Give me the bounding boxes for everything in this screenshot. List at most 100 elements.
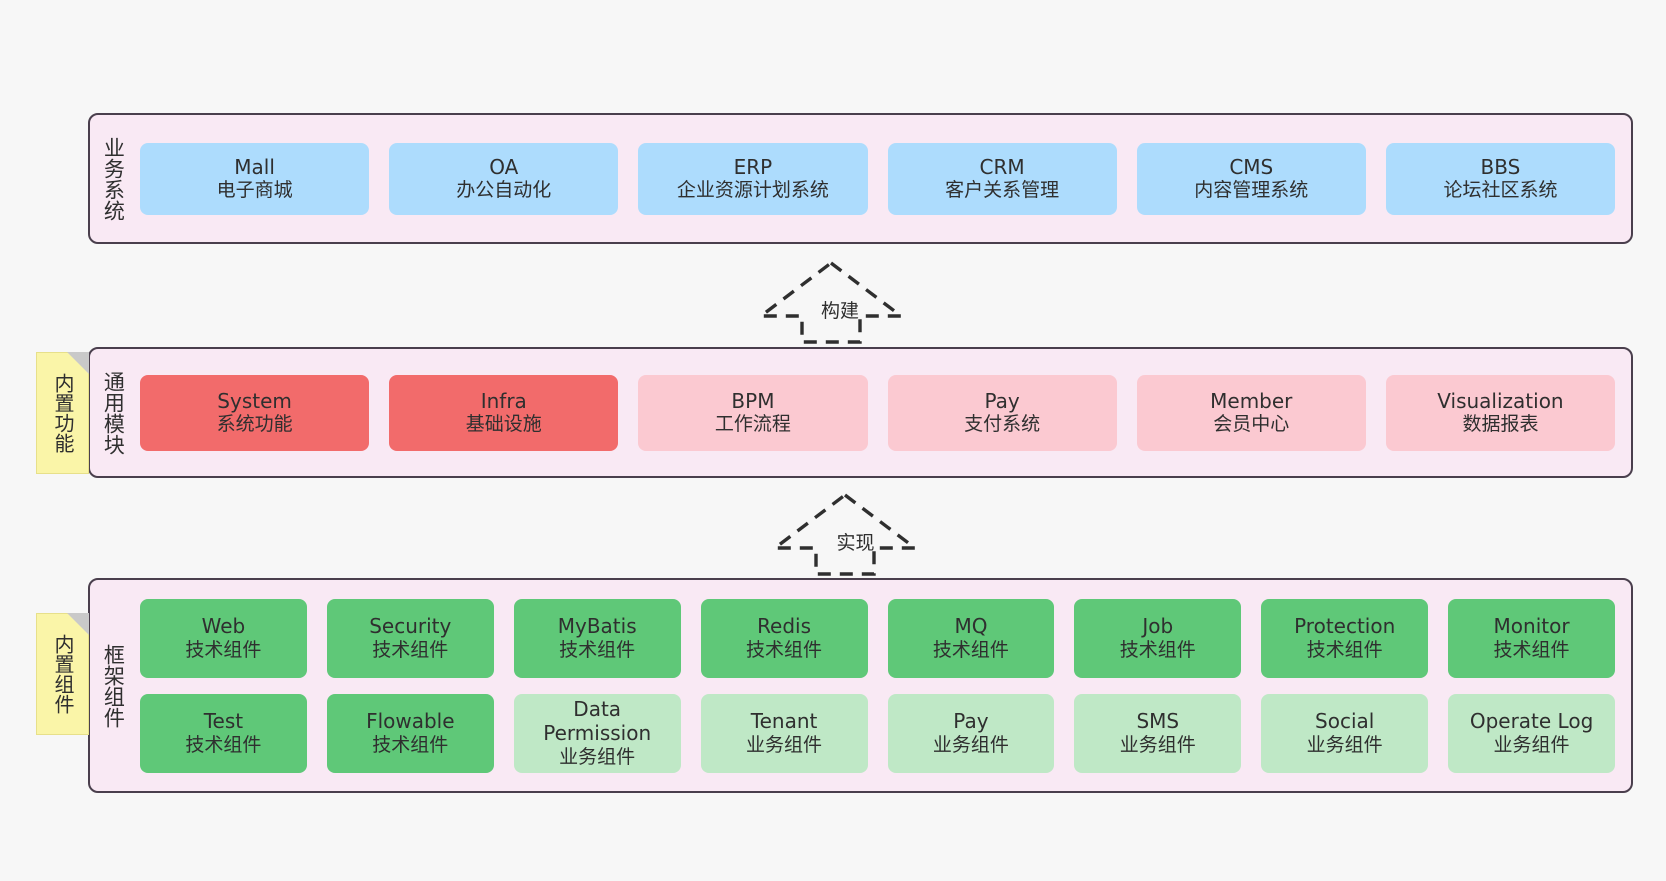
card-subtitle: 数据报表 <box>1462 413 1539 436</box>
card-pay-business[interactable]: Pay 业务组件 <box>887 693 1055 773</box>
card-mybatis[interactable]: MyBatis 技术组件 <box>513 598 681 678</box>
card-title: Protection <box>1294 614 1396 639</box>
card-title: BBS <box>1480 154 1521 179</box>
card-erp[interactable]: ERP 企业资源计划系统 <box>638 142 868 215</box>
card-title: Member <box>1210 388 1293 413</box>
card-sms[interactable]: SMS 业务组件 <box>1074 693 1242 773</box>
card-web[interactable]: Web 技术组件 <box>140 598 307 678</box>
panel-label-common-module: 通用模块 <box>101 370 126 455</box>
card-oa[interactable]: OA 办公自动化 <box>389 142 619 215</box>
card-subtitle: 业务组件 <box>1493 733 1570 756</box>
card-subtitle: 会员中心 <box>1213 413 1290 436</box>
arrow-implement-label: 实现 <box>836 532 875 554</box>
card-visualization[interactable]: Visualization 数据报表 <box>1385 374 1616 451</box>
card-subtitle: 内容管理系统 <box>1194 179 1309 202</box>
card-subtitle: 企业资源计划系统 <box>676 179 829 202</box>
card-subtitle: 基础设施 <box>465 413 542 436</box>
card-monitor[interactable]: Monitor 技术组件 <box>1448 598 1615 678</box>
card-row: System 系统功能 Infra 基础设施 BPM 工作流程 Pay 支付系统… <box>140 374 1616 451</box>
card-cms[interactable]: CMS 内容管理系统 <box>1136 142 1366 215</box>
card-subtitle: 技术组件 <box>185 733 262 756</box>
card-subtitle: 技术组件 <box>559 638 636 661</box>
panel-body-common-module: System 系统功能 Infra 基础设施 BPM 工作流程 Pay 支付系统… <box>136 349 1631 476</box>
card-title: Social <box>1315 709 1375 734</box>
note-builtin-component: 内置组件 <box>36 613 89 735</box>
card-title: Redis <box>757 614 812 639</box>
card-bpm[interactable]: BPM 工作流程 <box>638 374 868 451</box>
card-subtitle: 论坛社区系统 <box>1443 179 1558 202</box>
card-subtitle: 技术组件 <box>185 638 262 661</box>
card-title: Monitor <box>1493 614 1570 639</box>
card-system[interactable]: System 系统功能 <box>140 374 370 451</box>
card-security[interactable]: Security 技术组件 <box>326 598 494 678</box>
card-job[interactable]: Job 技术组件 <box>1074 598 1242 678</box>
card-title: BPM <box>731 388 775 413</box>
card-member[interactable]: Member 会员中心 <box>1136 374 1366 451</box>
card-mq[interactable]: MQ 技术组件 <box>887 598 1055 678</box>
panel-body-framework-component: Web 技术组件 Security 技术组件 MyBatis 技术组件 Redi… <box>136 580 1631 791</box>
card-title: Pay <box>953 709 989 734</box>
card-pay[interactable]: Pay 支付系统 <box>887 374 1117 451</box>
panel-label-business-system: 业务系统 <box>101 136 126 221</box>
card-tenant[interactable]: Tenant 业务组件 <box>700 693 868 773</box>
card-subtitle: 技术组件 <box>1119 638 1196 661</box>
card-subtitle: 客户关系管理 <box>945 179 1060 202</box>
card-subtitle: 技术组件 <box>932 638 1009 661</box>
card-title: Operate Log <box>1469 709 1594 734</box>
card-subtitle: 电子商城 <box>216 179 293 202</box>
panel-common-module: 通用模块 System 系统功能 Infra 基础设施 BPM 工作流程 Pay… <box>88 347 1633 478</box>
card-subtitle: 业务组件 <box>559 745 636 768</box>
card-data-permission[interactable]: Data Permission 业务组件 <box>513 693 681 773</box>
card-row: Web 技术组件 Security 技术组件 MyBatis 技术组件 Redi… <box>140 598 1615 678</box>
card-row: Mall 电子商城 OA 办公自动化 ERP 企业资源计划系统 CRM 客户关系… <box>140 142 1616 215</box>
card-title: Test <box>203 709 244 734</box>
card-title: Security <box>369 614 452 639</box>
card-title: CRM <box>979 154 1025 179</box>
card-subtitle: 系统功能 <box>216 413 293 436</box>
card-title: ERP <box>733 154 773 179</box>
card-test[interactable]: Test 技术组件 <box>140 693 307 773</box>
card-title: CMS <box>1229 154 1274 179</box>
note-builtin-component-label: 内置组件 <box>51 634 75 714</box>
card-title: Data Permission <box>543 697 652 746</box>
card-social[interactable]: Social 业务组件 <box>1261 693 1429 773</box>
card-subtitle: 技术组件 <box>1493 638 1570 661</box>
card-infra[interactable]: Infra 基础设施 <box>389 374 619 451</box>
card-title: Tenant <box>750 709 818 734</box>
card-bbs[interactable]: BBS 论坛社区系统 <box>1385 142 1616 215</box>
card-flowable[interactable]: Flowable 技术组件 <box>326 693 494 773</box>
card-title: Visualization <box>1437 388 1564 413</box>
card-title: Infra <box>480 388 527 413</box>
card-title: SMS <box>1136 709 1180 734</box>
note-builtin-function: 内置功能 <box>36 352 89 474</box>
dashed-hollow-arrow-icon <box>769 492 921 576</box>
card-title: System <box>217 388 292 413</box>
card-title: Job <box>1142 614 1174 639</box>
card-title: MQ <box>954 614 988 639</box>
card-subtitle: 技术组件 <box>746 638 823 661</box>
panel-label-framework-component: 框架组件 <box>101 643 126 728</box>
card-title: MyBatis <box>557 614 637 639</box>
arrow-implement: 实现 <box>769 490 921 576</box>
dashed-hollow-arrow-icon <box>755 260 907 344</box>
card-redis[interactable]: Redis 技术组件 <box>700 598 868 678</box>
card-operate-log[interactable]: Operate Log 业务组件 <box>1448 693 1615 773</box>
card-mall[interactable]: Mall 电子商城 <box>140 142 370 215</box>
arrow-build-label: 构建 <box>820 300 860 322</box>
card-title: Pay <box>984 388 1020 413</box>
card-subtitle: 技术组件 <box>372 638 449 661</box>
card-title: Web <box>201 614 246 639</box>
card-title: OA <box>489 154 519 179</box>
card-title: Flowable <box>366 709 455 734</box>
card-title: Mall <box>234 154 275 179</box>
card-subtitle: 业务组件 <box>1306 733 1383 756</box>
card-subtitle: 技术组件 <box>372 733 449 756</box>
card-subtitle: 工作流程 <box>714 413 791 436</box>
arrow-build: 构建 <box>755 258 907 344</box>
panel-body-business-system: Mall 电子商城 OA 办公自动化 ERP 企业资源计划系统 CRM 客户关系… <box>136 115 1631 242</box>
card-crm[interactable]: CRM 客户关系管理 <box>887 142 1117 215</box>
card-protection[interactable]: Protection 技术组件 <box>1261 598 1429 678</box>
note-builtin-function-label: 内置功能 <box>51 373 75 453</box>
card-row: Test 技术组件 Flowable 技术组件 Data Permission … <box>140 693 1615 773</box>
